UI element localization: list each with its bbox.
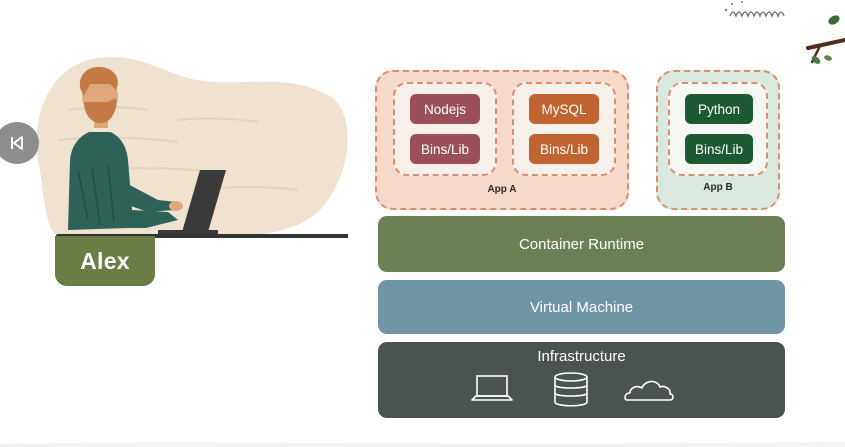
mysql-bins-lib-chip: Bins/Lib: [529, 134, 599, 164]
container-runtime-label: Container Runtime: [518, 235, 645, 253]
presenter-name-badge: Alex: [55, 236, 155, 286]
presenter-name: Alex: [80, 247, 130, 274]
cloud-icon: [624, 380, 674, 401]
container-runtime-layer: Container Runtime: [378, 216, 785, 272]
app-a-mysql-stack: MySQL Bins/Lib: [512, 82, 616, 176]
virtual-machine-label: Virtual Machine: [529, 298, 634, 316]
skip-back-button[interactable]: [0, 122, 39, 164]
laptop-icon: [471, 375, 513, 401]
database-icon: [554, 372, 588, 407]
decorative-foliage: [724, 1, 845, 64]
app-b-label: App B: [703, 182, 733, 193]
infrastructure-label: Infrastructure: [537, 348, 626, 365]
decorative-floor: [0, 442, 845, 447]
mysql-chip: MySQL: [529, 94, 599, 124]
presenter-illustration: [36, 57, 348, 238]
virtual-machine-layer: Virtual Machine: [378, 280, 785, 334]
skip-back-icon: [11, 136, 23, 150]
python-chip: Python: [685, 94, 753, 124]
app-b-container: Python Bins/Lib App B: [656, 70, 780, 210]
app-a-nodejs-stack: Nodejs Bins/Lib: [393, 82, 497, 176]
app-a-container: Nodejs Bins/Lib MySQL Bins/Lib App A: [375, 70, 629, 210]
nodejs-chip: Nodejs: [410, 94, 480, 124]
python-bins-lib-chip: Bins/Lib: [685, 134, 753, 164]
app-a-label: App A: [487, 184, 517, 195]
app-b-python-stack: Python Bins/Lib: [668, 82, 768, 176]
nodejs-bins-lib-chip: Bins/Lib: [410, 134, 480, 164]
